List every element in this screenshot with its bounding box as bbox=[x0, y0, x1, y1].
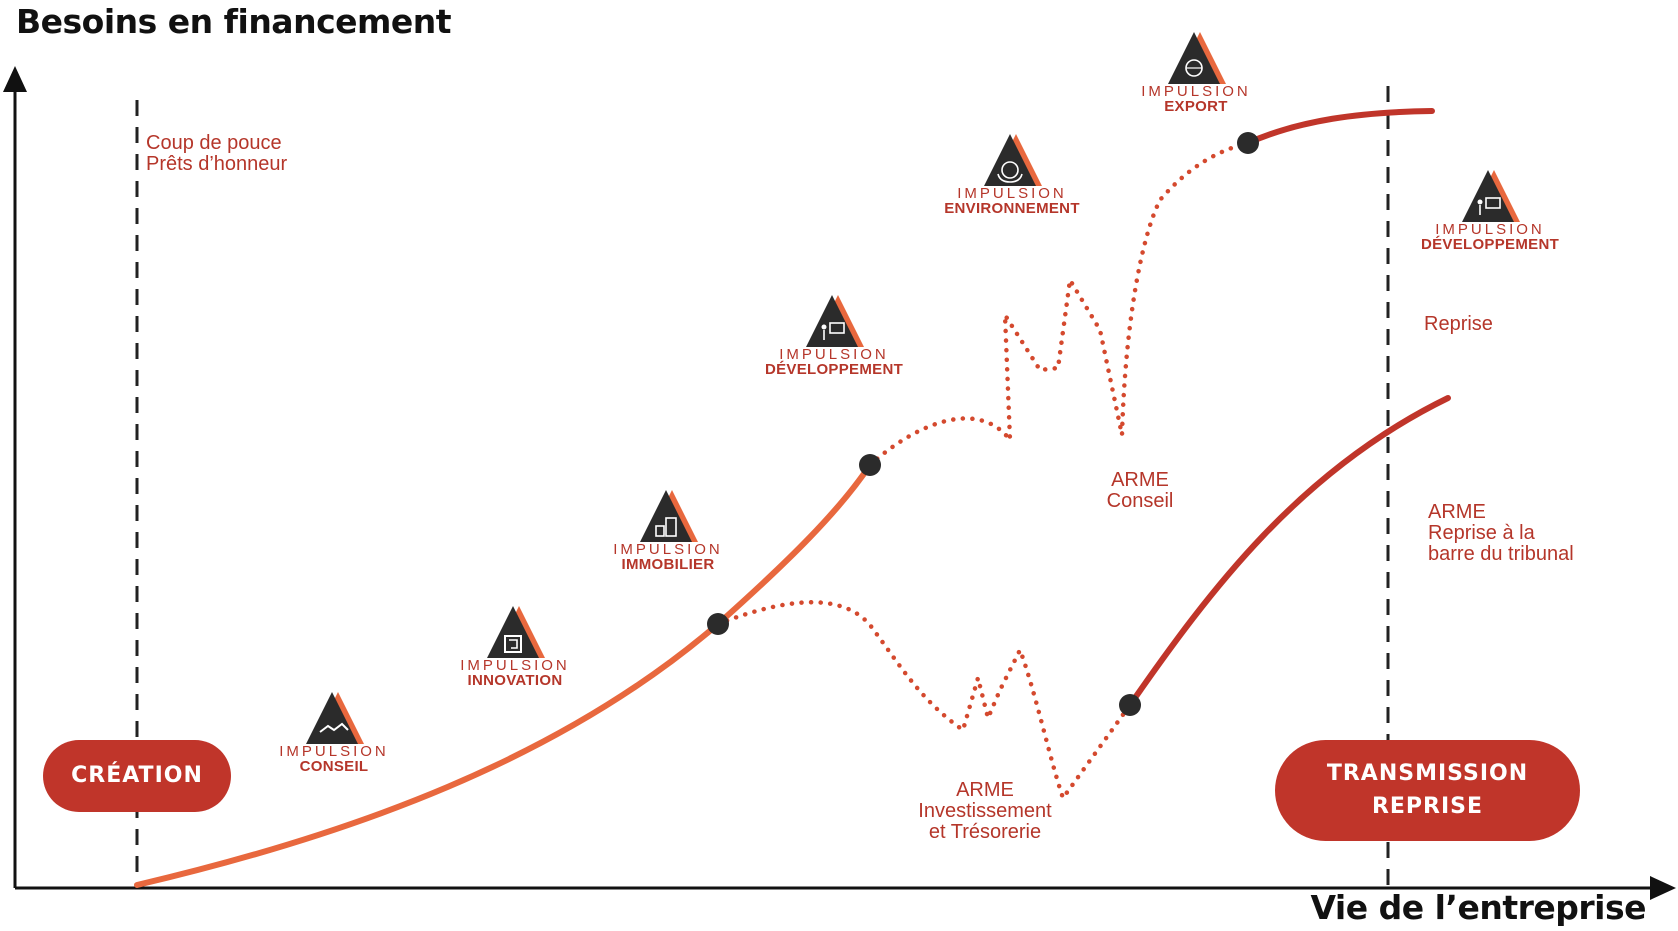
presentation-icon bbox=[806, 295, 864, 347]
impulsion-label: IMPULSION bbox=[613, 541, 723, 558]
reprise-curve bbox=[1127, 395, 1451, 708]
impulsion-label: IMPULSION bbox=[279, 743, 389, 760]
impulsion-label: IMPULSION bbox=[1141, 83, 1251, 100]
presentation-icon bbox=[1462, 170, 1520, 222]
impulsion-export: IMPULSION EXPORT bbox=[1111, 30, 1281, 114]
arme-investissement-note: ARME Investissement et Trésorerie bbox=[918, 779, 1052, 843]
milestone-dot bbox=[1119, 694, 1141, 716]
arme-conseil-note: ARME Conseil bbox=[1106, 469, 1174, 512]
impulsion-innovation: IMPULSION INNOVATION bbox=[430, 604, 600, 688]
coup-de-pouce-note: Coup de pouce Prêts d’honneur bbox=[146, 132, 288, 175]
impulsion-label: IMPULSION bbox=[957, 185, 1067, 202]
impulsion-label: IMPULSION bbox=[1435, 221, 1545, 238]
impulsion-label: IMPULSION bbox=[779, 346, 889, 363]
impulsion-immobilier: IMPULSION IMMOBILIER bbox=[583, 488, 753, 572]
globe-hands-icon bbox=[984, 134, 1042, 186]
impulsion-name: INNOVATION bbox=[467, 672, 563, 689]
y-axis-arrow-icon bbox=[3, 66, 27, 92]
creation-pill: CRÉATION bbox=[43, 740, 231, 812]
impulsion-name: DÉVELOPPEMENT bbox=[764, 361, 904, 378]
maze-icon bbox=[487, 606, 545, 658]
growth-curve bbox=[134, 462, 873, 888]
impulsion-developpement-reprise: IMPULSION DÉVELOPPEMENT bbox=[1405, 168, 1575, 252]
impulsion-name: DÉVELOPPEMENT bbox=[1420, 236, 1560, 253]
buildings-icon bbox=[640, 490, 698, 542]
impulsion-label: IMPULSION bbox=[460, 657, 570, 674]
export-curve bbox=[1245, 108, 1435, 146]
impulsion-developpement: IMPULSION DÉVELOPPEMENT bbox=[749, 293, 919, 377]
y-axis-label: Besoins en financement bbox=[16, 2, 452, 41]
handshake-icon bbox=[306, 692, 364, 744]
transmission-pill: TRANSMISSION REPRISE bbox=[1275, 740, 1580, 841]
impulsion-conseil: IMPULSION CONSEIL bbox=[249, 690, 419, 774]
reprise-note: Reprise bbox=[1424, 313, 1493, 335]
milestone-dot bbox=[859, 454, 881, 476]
impulsion-name: EXPORT bbox=[1164, 98, 1228, 115]
milestone-dot bbox=[707, 613, 729, 635]
x-axis-arrow-icon bbox=[1650, 876, 1676, 900]
impulsion-environnement: IMPULSION ENVIRONNEMENT bbox=[927, 132, 1097, 216]
impulsion-name: CONSEIL bbox=[299, 758, 369, 775]
lower-dotted-path bbox=[715, 600, 1133, 803]
impulsion-name: ENVIRONNEMENT bbox=[944, 200, 1080, 217]
globe-icon bbox=[1168, 32, 1226, 84]
arme-reprise-note: ARME Reprise à la barre du tribunal bbox=[1428, 501, 1574, 565]
impulsion-name: IMMOBILIER bbox=[621, 556, 715, 573]
milestone-dot bbox=[1237, 132, 1259, 154]
x-axis-label: Vie de l’entreprise bbox=[1310, 888, 1646, 927]
